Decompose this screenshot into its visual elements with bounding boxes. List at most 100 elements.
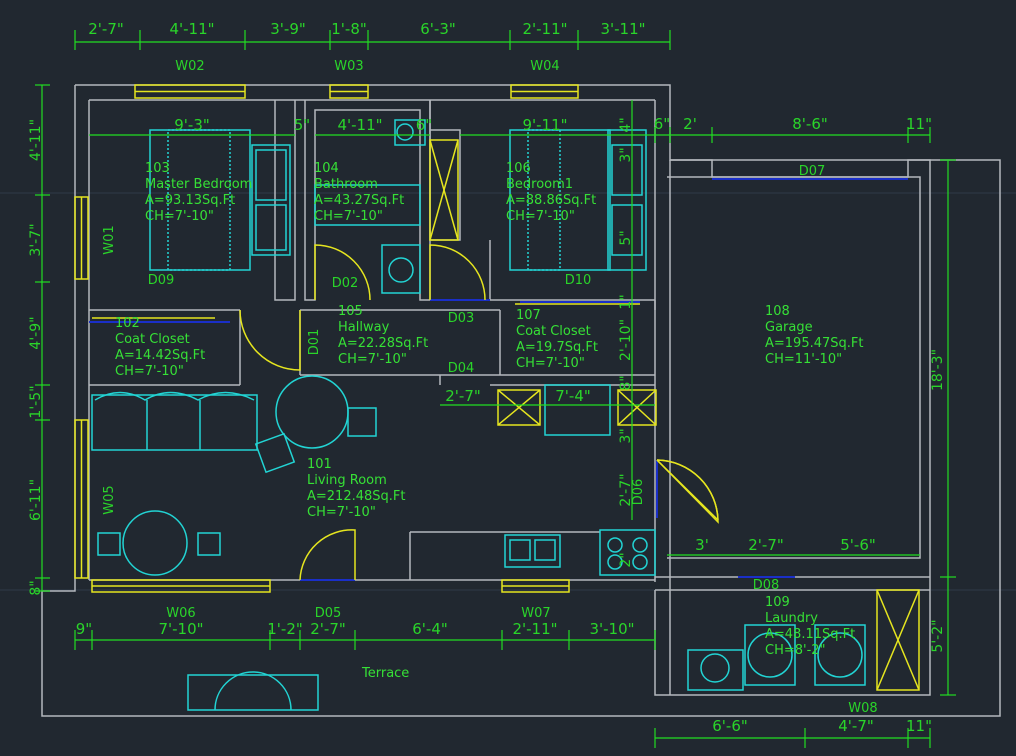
svg-text:CH=7'-10": CH=7'-10" (115, 364, 184, 379)
dim-kitchen-width: 7'-4" (555, 387, 591, 405)
window-label-w06: W06 (166, 606, 195, 621)
dim-hall-8: 8" (618, 375, 634, 390)
room-label-hallway: 105 Hallway A=22.28Sq.Ft CH=7'-10" (338, 304, 428, 367)
window-label-w04: W04 (530, 59, 559, 74)
windows (74, 84, 920, 691)
room-label-bathroom: 104 Bathroom A=43.27Sq.Ft CH=7'-10" (314, 161, 404, 224)
door-swings (239, 244, 719, 581)
dim-garage-1: 6" (654, 115, 670, 133)
dim-garage-4: 11" (906, 115, 932, 133)
dim-left-5: 6'-11" (28, 479, 44, 521)
dim-left-3: 4'-9" (28, 316, 44, 349)
room-label-coat-closet-102: 102 Coat Closet A=14.42Sq.Ft CH=7'-10" (115, 316, 205, 379)
dimension-lines (35, 30, 956, 748)
svg-text:Laundry: Laundry (765, 611, 818, 626)
door-label-d10: D10 (565, 273, 592, 288)
window-label-w08: W08 (848, 701, 877, 716)
svg-text:Bathroom: Bathroom (314, 177, 378, 192)
dim-bottom-3: 1'-2" (267, 620, 303, 638)
svg-text:Living Room: Living Room (307, 473, 387, 488)
svg-text:CH=7'-10": CH=7'-10" (314, 209, 383, 224)
dim-bath-width: 4'-11" (337, 116, 382, 134)
door-label-d07: D07 (799, 164, 826, 179)
dim-bottom-4: 2'-7" (310, 620, 346, 638)
dim-master-width: 9'-3" (174, 116, 210, 134)
dim-bottom-right-1: 6'-6" (712, 717, 748, 735)
door-label-d02: D02 (332, 276, 359, 291)
dim-bottom-1: 9" (76, 620, 92, 638)
svg-text:108: 108 (765, 304, 790, 319)
svg-text:Garage: Garage (765, 320, 813, 335)
dim-garage-27: 2'-7" (748, 536, 784, 554)
door-label-d09: D09 (148, 273, 175, 288)
dim-garage-56: 5'-6" (840, 536, 876, 554)
svg-text:A=48.11Sq.Ft: A=48.11Sq.Ft (765, 627, 855, 642)
svg-text:101: 101 (307, 457, 332, 472)
svg-text:Coat Closet: Coat Closet (115, 332, 190, 347)
svg-text:CH=7'-10": CH=7'-10" (145, 209, 214, 224)
svg-text:105: 105 (338, 304, 363, 319)
svg-text:CH=7'-10": CH=7'-10" (307, 505, 376, 520)
door-label-d01: D01 (307, 329, 322, 356)
dim-top-3: 3'-9" (270, 20, 306, 38)
svg-text:102: 102 (115, 316, 140, 331)
openings (89, 178, 908, 581)
dim-bed1-4: 4" (618, 117, 634, 132)
svg-text:Master Bedroom: Master Bedroom (145, 177, 252, 192)
dim-bed1-width: 9'-11" (522, 116, 567, 134)
dim-top-1: 2'-7" (88, 20, 124, 38)
svg-text:A=88.86Sq.Ft: A=88.86Sq.Ft (506, 193, 596, 208)
door-label-d03: D03 (448, 311, 475, 326)
svg-text:A=212.48Sq.Ft: A=212.48Sq.Ft (307, 489, 405, 504)
svg-text:Bedroom1: Bedroom1 (506, 177, 573, 192)
door-label-d05: D05 (315, 606, 342, 621)
dim-bottom-6: 2'-11" (512, 620, 557, 638)
svg-text:106: 106 (506, 161, 531, 176)
room-label-terrace: Terrace (361, 666, 409, 681)
room-label-coat-closet-107: 107 Coat Closet A=19.7Sq.Ft CH=7'-10" (516, 308, 598, 371)
door-label-d08: D08 (753, 578, 780, 593)
dim-d06-2: 2" (618, 552, 634, 567)
svg-text:103: 103 (145, 161, 170, 176)
window-label-w02: W02 (175, 59, 204, 74)
door-label-d06: D06 (631, 479, 646, 506)
svg-text:A=43.27Sq.Ft: A=43.27Sq.Ft (314, 193, 404, 208)
dim-garage-2: 2' (683, 115, 697, 133)
svg-text:A=14.42Sq.Ft: A=14.42Sq.Ft (115, 348, 205, 363)
svg-text:A=19.7Sq.Ft: A=19.7Sq.Ft (516, 340, 598, 355)
dim-hall-3: 3" (618, 428, 634, 443)
dim-bottom-right-3: 11" (906, 717, 932, 735)
room-label-garage: 108 Garage A=195.47Sq.Ft CH=11'-10" (765, 304, 863, 367)
dim-top-7: 3'-11" (600, 20, 645, 38)
svg-text:CH=8'-2": CH=8'-2" (765, 643, 826, 658)
dim-bottom-7: 3'-10" (589, 620, 634, 638)
dim-top-2: 4'-11" (169, 20, 214, 38)
svg-text:A=22.28Sq.Ft: A=22.28Sq.Ft (338, 336, 428, 351)
dim-right-2: 5'-2" (930, 619, 946, 652)
dim-top-6: 2'-11" (522, 20, 567, 38)
svg-text:CH=7'-10": CH=7'-10" (506, 209, 575, 224)
dim-bottom-2: 7'-10" (158, 620, 203, 638)
dim-d06-27: 2'-7" (618, 473, 634, 506)
dim-left-1: 4'-11" (28, 119, 44, 161)
window-label-w05: W05 (102, 485, 117, 514)
window-label-w01: W01 (102, 225, 117, 254)
svg-text:CH=7'-10": CH=7'-10" (516, 356, 585, 371)
svg-text:Coat Closet: Coat Closet (516, 324, 591, 339)
furniture (91, 119, 866, 711)
svg-text:Hallway: Hallway (338, 320, 390, 335)
dim-right-1: 18'-3" (930, 349, 946, 391)
window-label-w07: W07 (521, 606, 550, 621)
svg-text:A=195.47Sq.Ft: A=195.47Sq.Ft (765, 336, 863, 351)
room-label-living-room: 101 Living Room A=212.48Sq.Ft CH=7'-10" (307, 457, 405, 520)
room-label-bedroom1: 106 Bedroom1 A=88.86Sq.Ft CH=7'-10" (506, 161, 596, 224)
dim-bed1-5: 5" (618, 230, 634, 245)
dim-master-5: 5" (294, 116, 310, 134)
window-label-w03: W03 (334, 59, 363, 74)
dim-garage-3: 8'-6" (792, 115, 828, 133)
room-label-master-bedroom: 103 Master Bedroom A=93.13Sq.Ft CH=7'-10… (145, 161, 252, 224)
dim-top-5: 6'-3" (420, 20, 456, 38)
svg-text:CH=7'-10": CH=7'-10" (338, 352, 407, 367)
dim-garage-3ft: 3' (695, 536, 709, 554)
